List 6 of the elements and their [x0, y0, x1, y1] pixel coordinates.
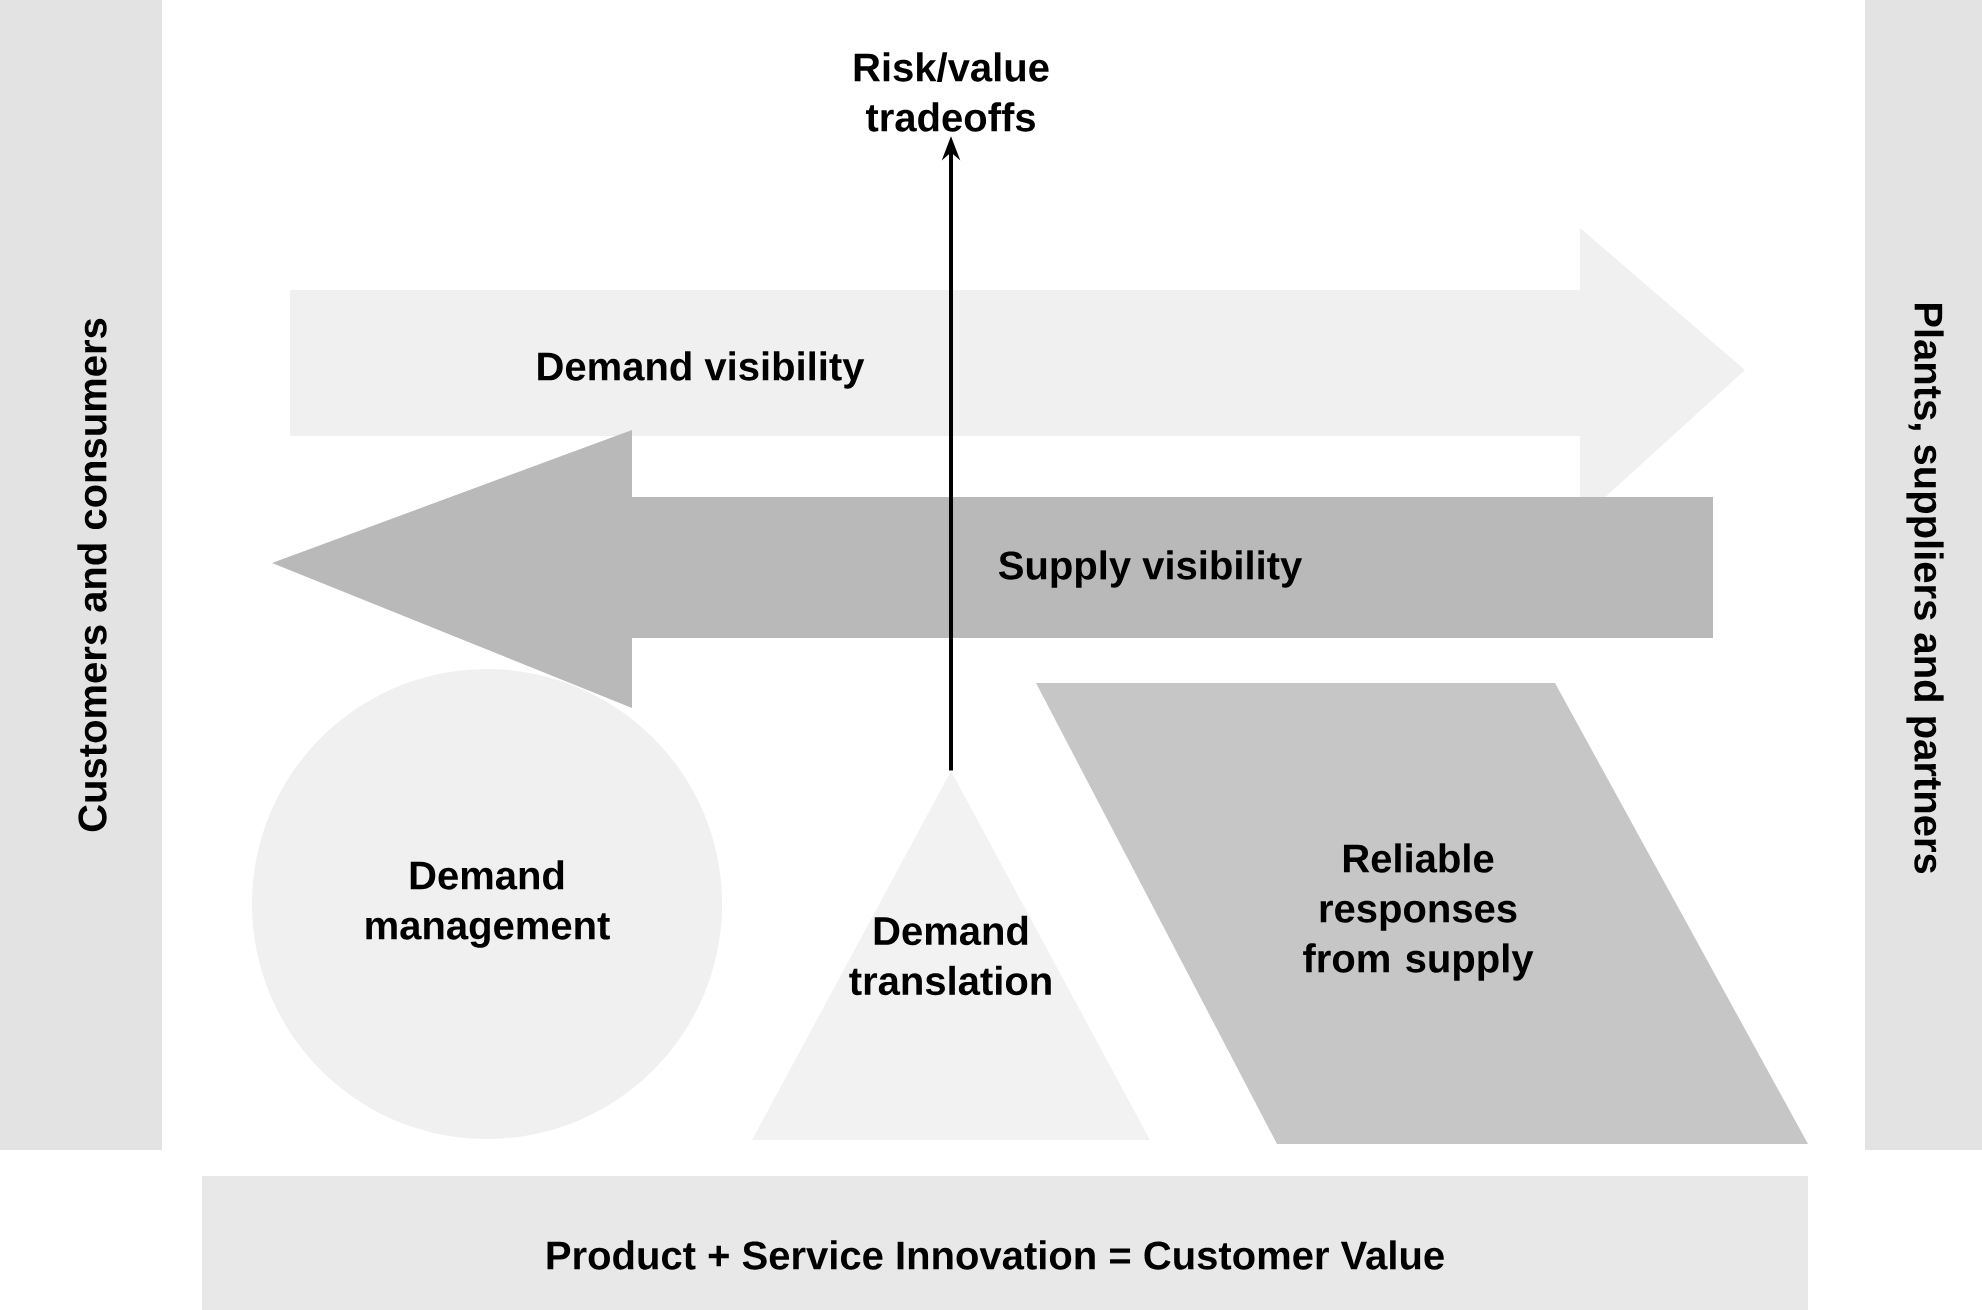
side-band: Plants, suppliers and partners	[1865, 0, 1982, 1150]
bottom-band: Product + Service Innovation = Customer Value	[202, 1176, 1808, 1310]
label-text: Risk/value tradeoffs	[854, 52, 1049, 132]
label-text: Supply visibility	[998, 550, 1303, 588]
side-band: Customers and consumers	[0, 0, 162, 1150]
label-text: Demand visibility	[538, 351, 865, 389]
